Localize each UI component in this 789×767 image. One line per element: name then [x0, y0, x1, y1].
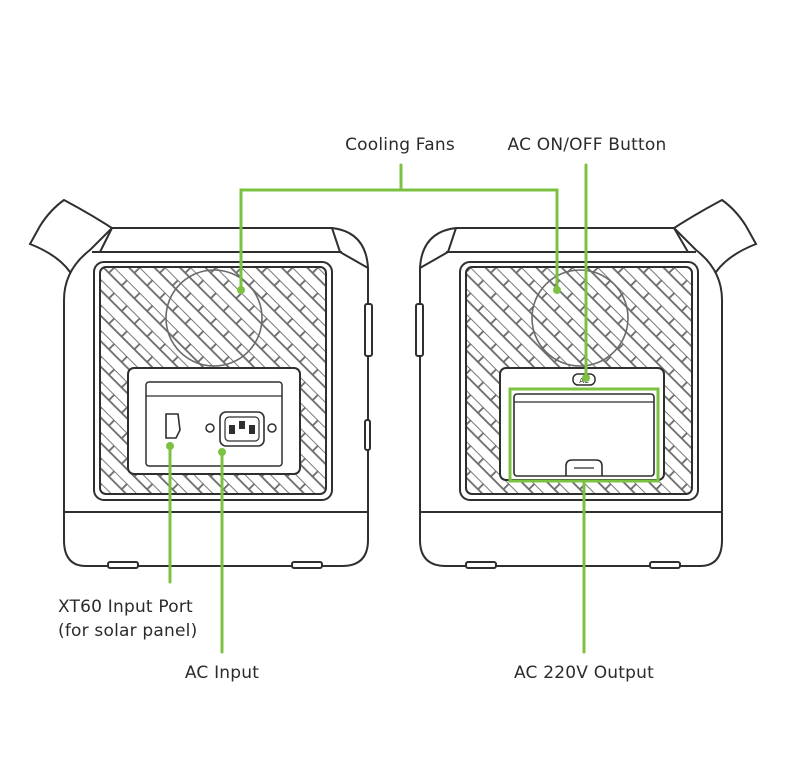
- ac-outlet-latch-icon: [565, 459, 603, 476]
- ac-inlet-icon: [205, 411, 277, 447]
- ac-input-label: AC Input: [184, 663, 260, 683]
- cooling-fans-label: Cooling Fans: [345, 135, 455, 155]
- left-unit: [28, 198, 373, 569]
- xt60-label-line1: XT60 Input Port: [58, 597, 193, 617]
- xt60-port-icon: [165, 413, 181, 439]
- xt60-label-line2: (for solar panel): [58, 621, 198, 641]
- ac-output-label: AC 220V Output: [514, 663, 654, 683]
- leader-lines: [166, 163, 660, 654]
- left-fan-icon: [165, 269, 263, 367]
- ac-button-label: AC ON/OFF Button: [507, 135, 667, 155]
- right-fan-icon: [531, 269, 629, 367]
